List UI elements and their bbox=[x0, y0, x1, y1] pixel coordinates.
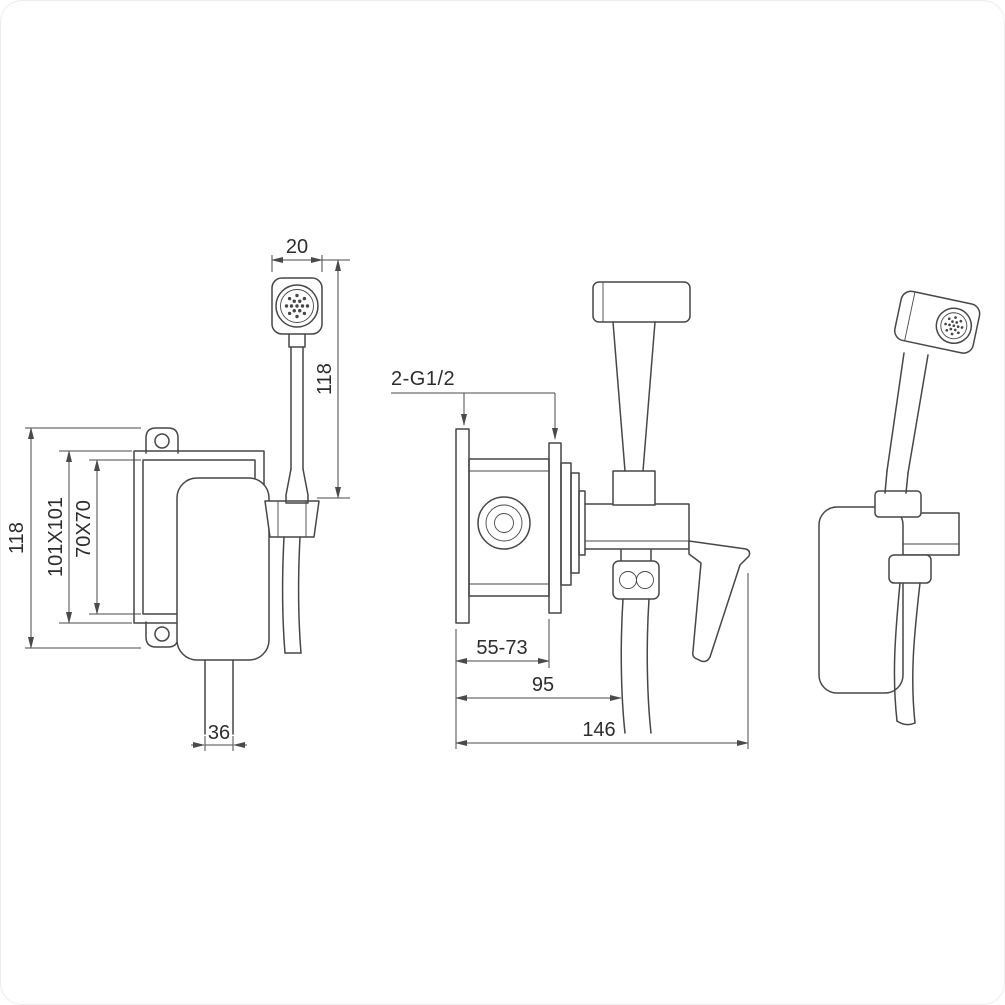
dim-plate-size: 101X101 bbox=[45, 450, 132, 624]
spout-arm bbox=[584, 470, 690, 550]
wall-flange bbox=[455, 428, 470, 624]
inlet-port bbox=[477, 496, 531, 550]
hose-nut bbox=[612, 548, 660, 600]
side-view bbox=[818, 290, 981, 726]
dim-head-width-label: 20 bbox=[286, 236, 308, 258]
thread-callout: 2-G1/2 bbox=[391, 368, 558, 440]
mounting-hole-bottom bbox=[154, 626, 170, 642]
shower-neck bbox=[288, 333, 306, 348]
hand-shower-side bbox=[592, 281, 691, 472]
section-view: 2-G1/2 55-73 95 146 bbox=[391, 281, 751, 749]
dim-head-width: 20 bbox=[271, 236, 350, 272]
dim-plate-size-label: 101X101 bbox=[45, 497, 67, 577]
outlet-tube bbox=[204, 659, 234, 735]
dim-outlet-width: 36 bbox=[191, 722, 247, 751]
hand-shower-side-view bbox=[884, 290, 981, 494]
valve-body bbox=[455, 428, 586, 624]
front-view: 20 118 118 101X101 70X70 bbox=[6, 236, 350, 751]
thread-callout-label: 2-G1/2 bbox=[391, 368, 455, 390]
shower-holder bbox=[264, 500, 320, 538]
dim-outlet-width-label: 36 bbox=[208, 722, 230, 744]
hose-cone bbox=[285, 468, 309, 504]
mounting-hole-top bbox=[154, 433, 170, 449]
hose-nut-side bbox=[888, 554, 932, 584]
dim-overall-height-label: 118 bbox=[6, 522, 28, 554]
dim-box-size-label: 70X70 bbox=[73, 500, 95, 558]
trim-plate-edge bbox=[548, 442, 562, 614]
holder-cup-side bbox=[874, 490, 922, 518]
hose-section bbox=[620, 598, 652, 734]
holder-arm-side bbox=[902, 512, 960, 556]
dim-overall-height: 118 bbox=[6, 427, 141, 649]
dim-depth-to-hose: 95 bbox=[455, 674, 622, 701]
dim-hose-height: 118 bbox=[314, 259, 350, 499]
shower-head-side bbox=[893, 290, 981, 354]
dim-depth-to-hose-label: 95 bbox=[532, 674, 554, 696]
dim-depth-range: 55-73 bbox=[455, 619, 550, 749]
mixer-handle bbox=[688, 540, 751, 663]
shower-handle-side bbox=[612, 321, 656, 472]
face-plate bbox=[176, 477, 270, 661]
hand-shower bbox=[271, 277, 323, 504]
dim-box-size: 70X70 bbox=[73, 459, 141, 615]
face-plate-side bbox=[818, 506, 904, 694]
dim-overall-depth-label: 146 bbox=[582, 719, 615, 741]
shower-handle bbox=[290, 346, 304, 470]
dim-depth-range-label: 55-73 bbox=[476, 637, 527, 659]
shower-handle-side-view bbox=[886, 352, 929, 474]
holder-cup bbox=[612, 470, 656, 506]
hose-side bbox=[893, 582, 921, 726]
dim-overall-depth: 146 bbox=[455, 573, 749, 749]
shower-hose bbox=[281, 536, 302, 654]
dim-hose-height-label: 118 bbox=[314, 363, 336, 395]
